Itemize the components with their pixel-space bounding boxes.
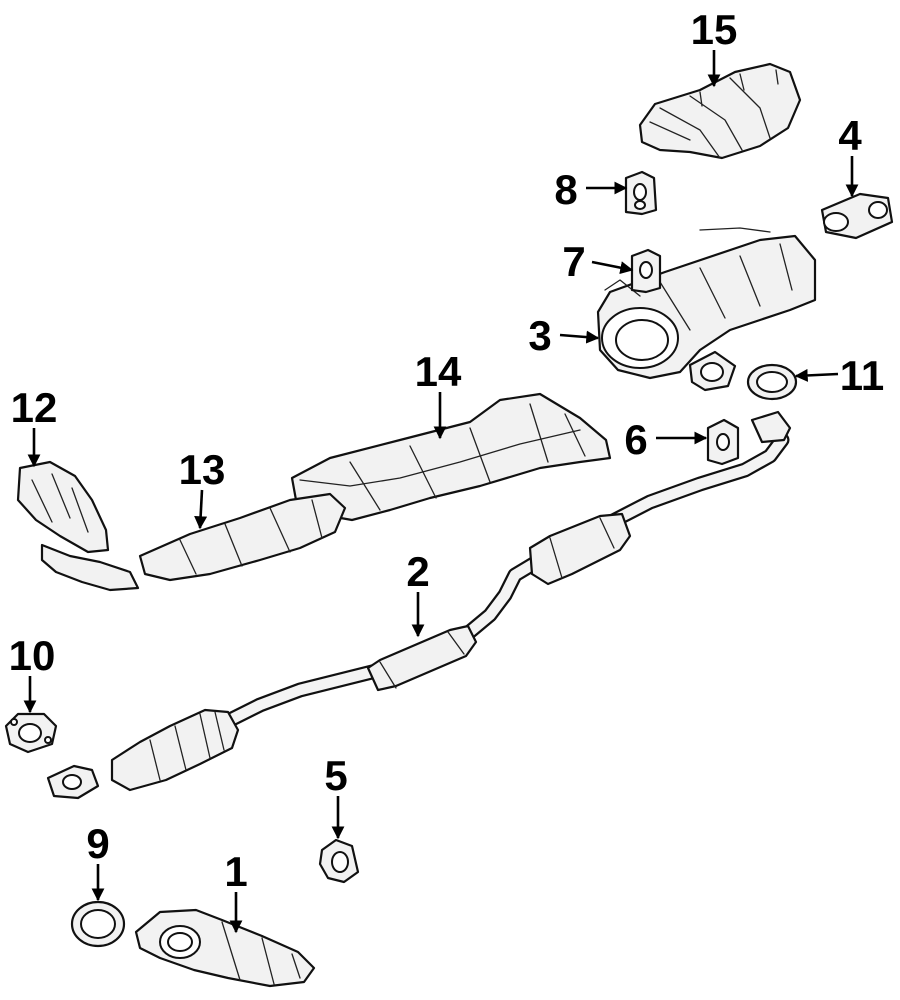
part-5-exhaust-clamp[interactable] xyxy=(318,838,360,884)
part-15-rear-heat-shield[interactable] xyxy=(638,62,802,160)
callout-2: 2 xyxy=(406,548,429,595)
callout-7: 7 xyxy=(562,238,585,285)
part-7-exhaust-hanger[interactable] xyxy=(630,248,662,294)
part-6-exhaust-hanger[interactable] xyxy=(706,418,740,466)
leader-7 xyxy=(591,260,634,275)
part-11-gasket-ring[interactable] xyxy=(746,363,798,401)
callout-1: 1 xyxy=(224,848,247,895)
part-13-front-heat-shield[interactable] xyxy=(138,492,347,582)
part-2-front-catalytic-converter[interactable] xyxy=(46,708,240,800)
callout-6: 6 xyxy=(624,416,647,463)
part-14-center-heat-shield[interactable] xyxy=(290,392,612,522)
callout-15: 15 xyxy=(691,6,738,53)
callout-9: 9 xyxy=(86,820,109,867)
part-8-exhaust-hanger[interactable] xyxy=(624,170,658,216)
callout-4: 4 xyxy=(838,112,862,159)
leader-11 xyxy=(794,368,839,382)
callout-labels: 15 4 8 7 3 11 6 14 12 13 2 10 5 9 1 xyxy=(9,6,885,895)
leader-3 xyxy=(559,330,600,344)
callout-11: 11 xyxy=(840,352,884,399)
callout-leaders xyxy=(23,50,859,934)
callout-12: 12 xyxy=(11,384,58,431)
part-4-exhaust-tip[interactable] xyxy=(820,192,894,240)
callout-8: 8 xyxy=(554,166,577,213)
callout-10: 10 xyxy=(9,632,56,679)
part-12-manifold-heat-shield[interactable] xyxy=(16,460,140,592)
callout-3: 3 xyxy=(528,312,551,359)
part-1-front-pipe[interactable] xyxy=(134,908,316,988)
part-10-flange-gasket[interactable] xyxy=(4,712,58,754)
part-9-gasket-ring[interactable] xyxy=(70,900,126,948)
callout-5: 5 xyxy=(324,752,347,799)
callout-13: 13 xyxy=(179,446,226,493)
callout-14: 14 xyxy=(415,348,462,395)
leader-13 xyxy=(194,489,208,530)
